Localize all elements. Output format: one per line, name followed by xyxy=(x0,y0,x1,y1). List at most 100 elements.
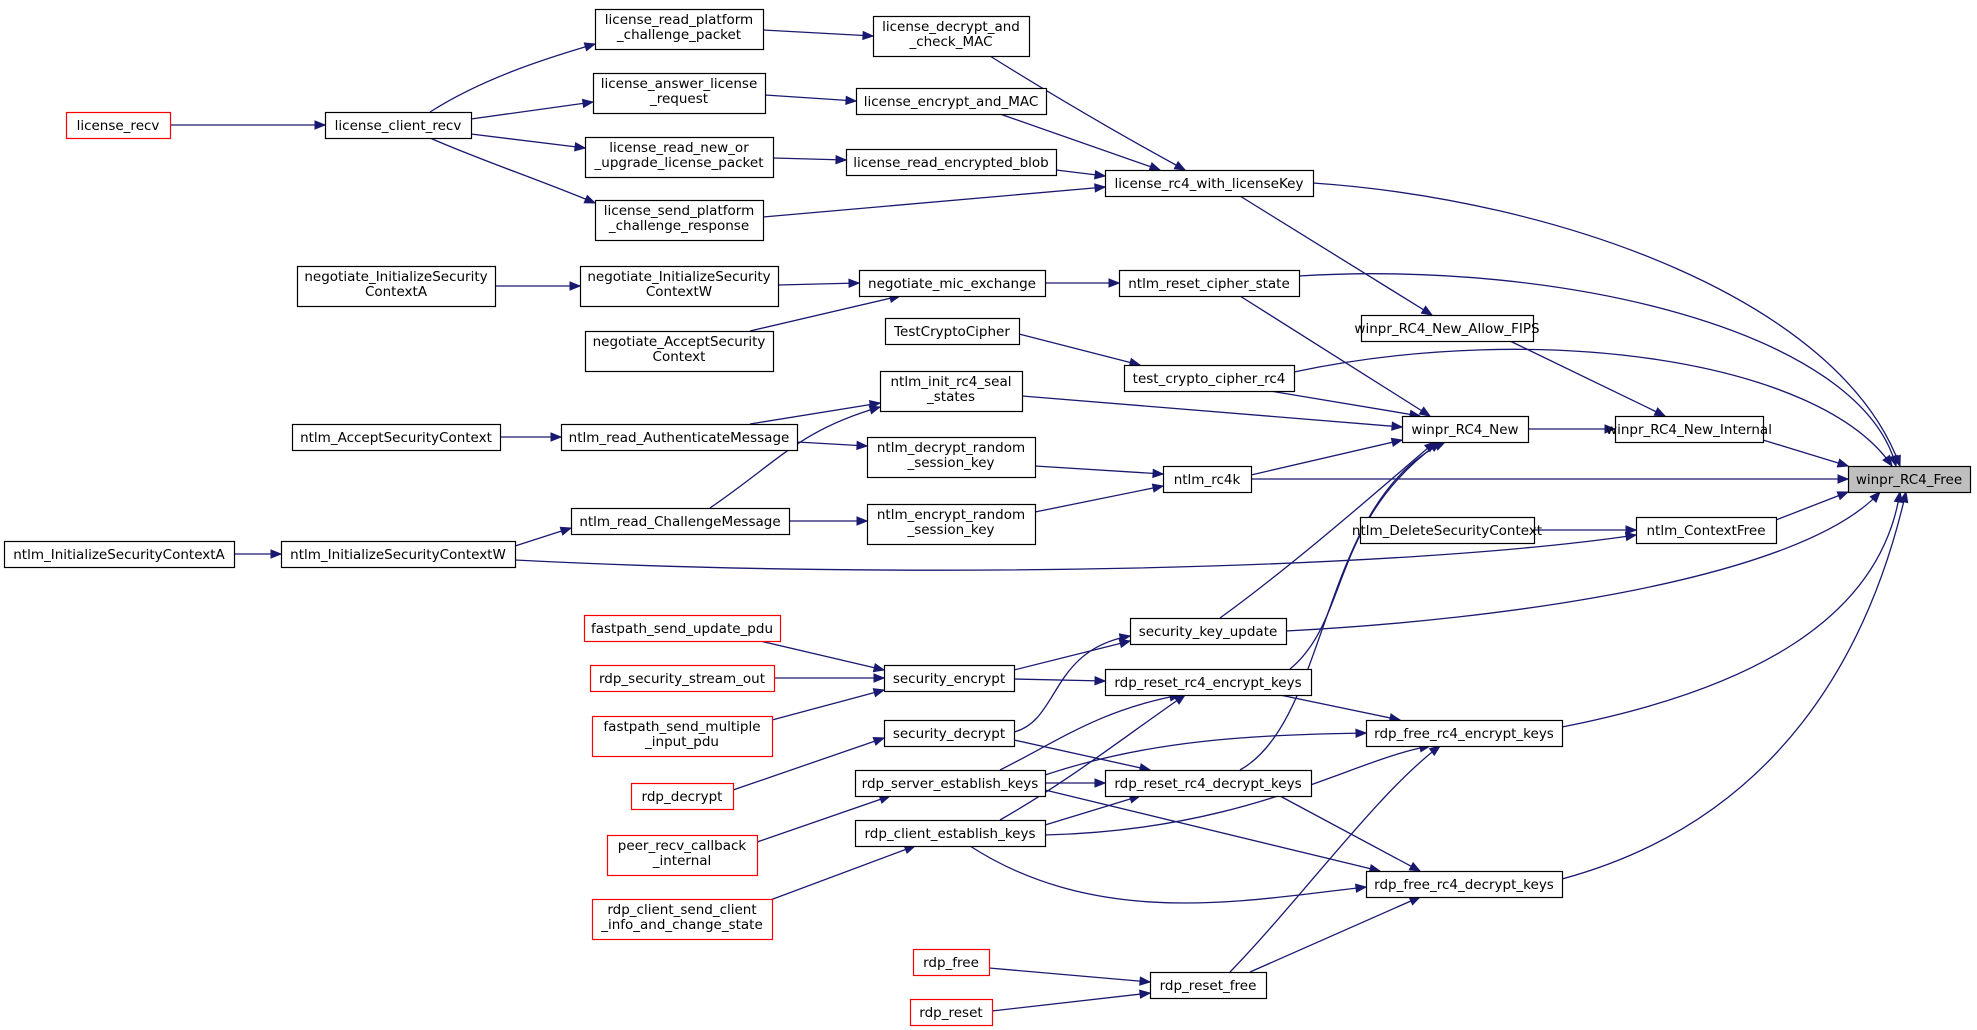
node-testcryptocipher[interactable]: TestCryptoCipher xyxy=(884,317,1021,346)
node-fastpath-send-multiple-input-pdu[interactable]: fastpath_send_multiple_input_pdu xyxy=(591,715,774,758)
node-ntlm-initializesecuritycontexta[interactable]: ntlm_InitializeSecurityContextA xyxy=(3,540,236,569)
edge-arrowhead xyxy=(856,440,869,451)
node-rdp-security-stream-out[interactable]: rdp_security_stream_out xyxy=(589,664,776,693)
edge-arrowhead xyxy=(1094,170,1107,180)
node-ntlm-deletesecuritycontext[interactable]: ntlm_DeleteSecurityContext xyxy=(1352,516,1542,545)
node-negotiate-mic-exchange[interactable]: negotiate_mic_exchange xyxy=(858,269,1047,298)
node-test-crypto-cipher-rc4[interactable]: test_crypto_cipher_rc4 xyxy=(1123,364,1296,393)
node-winpr-rc4-new-allow-fips[interactable]: winpr_RC4_New_Allow_FIPS xyxy=(1354,314,1540,343)
node-ntlm-initializesecuritycontextw[interactable]: ntlm_InitializeSecurityContextW xyxy=(280,540,517,569)
node-license-read-encrypted-blob[interactable]: license_read_encrypted_blob xyxy=(845,148,1058,177)
node-license-client-recv[interactable]: license_client_recv xyxy=(324,111,473,140)
call-edge-ntlm_decrypt_random_session_key-to-ntlm_rc4k xyxy=(1034,465,1165,479)
node-label: ntlm_InitializeSecurityContextA xyxy=(13,547,225,563)
edge-arrowhead xyxy=(868,405,882,415)
node-ntlm-contextfree[interactable]: ntlm_ContextFree xyxy=(1635,516,1778,545)
edge-line xyxy=(759,640,885,671)
edge-line xyxy=(1013,640,1131,671)
node-rdp-decrypt[interactable]: rdp_decrypt xyxy=(630,782,735,811)
node-label: ntlm_reset_cipher_state xyxy=(1128,276,1290,292)
edge-line xyxy=(756,795,891,843)
node-ntlm-decrypt-random-session-key[interactable]: ntlm_decrypt_random_session_key xyxy=(866,436,1037,479)
node-rdp-free[interactable]: rdp_free xyxy=(912,948,991,977)
node-ntlm-reset-cipher-state[interactable]: ntlm_reset_cipher_state xyxy=(1118,269,1301,298)
node-license-read-new-or-upgrade-license-packet[interactable]: license_read_new_or_upgrade_license_pack… xyxy=(584,136,775,179)
edge-line xyxy=(989,55,1186,171)
node-rdp-server-establish-keys[interactable]: rdp_server_establish_keys xyxy=(854,769,1047,798)
node-ntlm-acceptsecuritycontext[interactable]: ntlm_AcceptSecurityContext xyxy=(291,423,502,452)
call-edge-ntlm_read_AuthenticateMessage-to-ntlm_init_rc4_seal_states xyxy=(749,399,882,425)
node-ntlm-rc4k[interactable]: ntlm_rc4k xyxy=(1162,465,1253,494)
edge-line xyxy=(777,282,860,286)
node-label: ntlm_decrypt_random xyxy=(877,440,1025,456)
call-edge-license_client_recv-to-license_send_platform_challenge_response xyxy=(429,137,597,204)
node-rdp-client-send-client-info-and-change-state[interactable]: rdp_client_send_client_info_and_change_s… xyxy=(591,898,774,941)
node-label: rdp_free_rc4_encrypt_keys xyxy=(1374,726,1554,742)
call-edge-ntlm_reset_cipher_state-to-winpr_RC4_Free xyxy=(1298,273,1898,468)
node-winpr-rc4-new-internal[interactable]: winpr_RC4_New_Internal xyxy=(1606,415,1772,444)
edge-line xyxy=(1239,441,1446,771)
node-rdp-reset-free[interactable]: rdp_reset_free xyxy=(1149,971,1268,1000)
node-label: fastpath_send_update_pdu xyxy=(591,621,773,637)
edge-arrowhead xyxy=(1836,458,1850,468)
node-license-send-platform-challenge-response[interactable]: license_send_platform_challenge_response xyxy=(594,199,765,242)
edge-line xyxy=(1239,295,1431,417)
edge-arrowhead xyxy=(1882,454,1893,468)
edge-line xyxy=(1279,795,1421,872)
edge-line xyxy=(764,845,916,903)
node-peer-recv-callback-internal[interactable]: peer_recv_callback_internal xyxy=(606,834,759,877)
node-rdp-free-rc4-decrypt-keys[interactable]: rdp_free_rc4_decrypt_keys xyxy=(1365,870,1564,899)
node-rdp-free-rc4-encrypt-keys[interactable]: rdp_free_rc4_encrypt_keys xyxy=(1365,719,1564,748)
node-label: winpr_RC4_Free xyxy=(1856,472,1962,488)
edge-arrowhead xyxy=(1604,424,1617,434)
node-rdp-reset-rc4-encrypt-keys[interactable]: rdp_reset_rc4_encrypt_keys xyxy=(1104,668,1313,697)
node-label: rdp_free_rc4_decrypt_keys xyxy=(1374,877,1554,893)
node-negotiate-initializesecuritycontexta[interactable]: negotiate_InitializeSecurityContextA xyxy=(296,265,497,308)
node-label: rdp_reset xyxy=(919,1005,982,1021)
edge-arrowhead xyxy=(856,516,869,526)
node-ntlm-encrypt-random-session-key[interactable]: ntlm_encrypt_random_session_key xyxy=(866,503,1037,546)
edge-line xyxy=(1775,491,1849,521)
node-box xyxy=(883,664,1016,693)
node-box xyxy=(584,330,775,373)
node-rdp-client-establish-keys[interactable]: rdp_client_establish_keys xyxy=(854,819,1047,848)
node-box xyxy=(845,148,1058,177)
node-license-decrypt-and-check-mac[interactable]: license_decrypt_and_check_MAC xyxy=(872,15,1031,58)
node-license-rc4-with-licensekey[interactable]: license_rc4_with_licenseKey xyxy=(1104,169,1315,198)
node-license-answer-license-request[interactable]: license_answer_license_request xyxy=(592,72,767,115)
call-edge-ntlm_InitializeSecurityContextW-to-ntlm_ContextFree xyxy=(514,531,1638,571)
edge-line xyxy=(514,534,1637,571)
node-label: security_key_update xyxy=(1139,624,1278,640)
node-negotiate-initializesecuritycontextw[interactable]: negotiate_InitializeSecurityContextW xyxy=(579,265,780,308)
node-security-encrypt[interactable]: security_encrypt xyxy=(883,664,1016,693)
node-box xyxy=(591,898,774,941)
edge-arrowhead xyxy=(574,142,587,152)
node-fastpath-send-update-pdu[interactable]: fastpath_send_update_pdu xyxy=(583,614,782,643)
node-ntlm-read-authenticatemessage[interactable]: ntlm_read_AuthenticateMessage xyxy=(560,423,799,452)
node-label: _session_key xyxy=(906,522,994,538)
node-ntlm-read-challengemessage[interactable]: ntlm_read_ChallengeMessage xyxy=(570,507,791,536)
node-box xyxy=(855,87,1048,116)
node-label: security_encrypt xyxy=(893,671,1005,687)
edge-line xyxy=(1034,485,1164,513)
node-label: negotiate_InitializeSecurity xyxy=(304,269,487,285)
node-license-read-platform-challenge-packet[interactable]: license_read_platform_challenge_packet xyxy=(594,8,765,51)
node-box xyxy=(1104,668,1313,697)
node-license-encrypt-and-mac[interactable]: license_encrypt_and_MAC xyxy=(855,87,1048,116)
node-label: negotiate_mic_exchange xyxy=(868,276,1036,292)
call-edge-ntlm_read_ChallengeMessage-to-ntlm_init_rc4_seal_states xyxy=(709,405,882,509)
node-rdp-reset-rc4-decrypt-keys[interactable]: rdp_reset_rc4_decrypt_keys xyxy=(1104,769,1313,798)
node-security-key-update[interactable]: security_key_update xyxy=(1129,617,1288,646)
edge-arrowhead xyxy=(872,662,886,673)
node-negotiate-acceptsecuritycontext[interactable]: negotiate_AcceptSecurityContext xyxy=(584,330,775,373)
node-winpr-rc4-free[interactable]: winpr_RC4_Free xyxy=(1847,465,1972,494)
edge-line xyxy=(732,737,885,791)
node-ntlm-init-rc4-seal-states[interactable]: ntlm_init_rc4_seal_states xyxy=(879,370,1024,413)
node-rdp-reset[interactable]: rdp_reset xyxy=(909,998,994,1027)
edge-arrowhead xyxy=(1418,406,1432,417)
node-security-decrypt[interactable]: security_decrypt xyxy=(883,719,1016,748)
node-winpr-rc4-new[interactable]: winpr_RC4_New xyxy=(1401,415,1530,444)
node-label: license_answer_license xyxy=(601,76,758,92)
node-license-recv[interactable]: license_recv xyxy=(65,111,172,140)
